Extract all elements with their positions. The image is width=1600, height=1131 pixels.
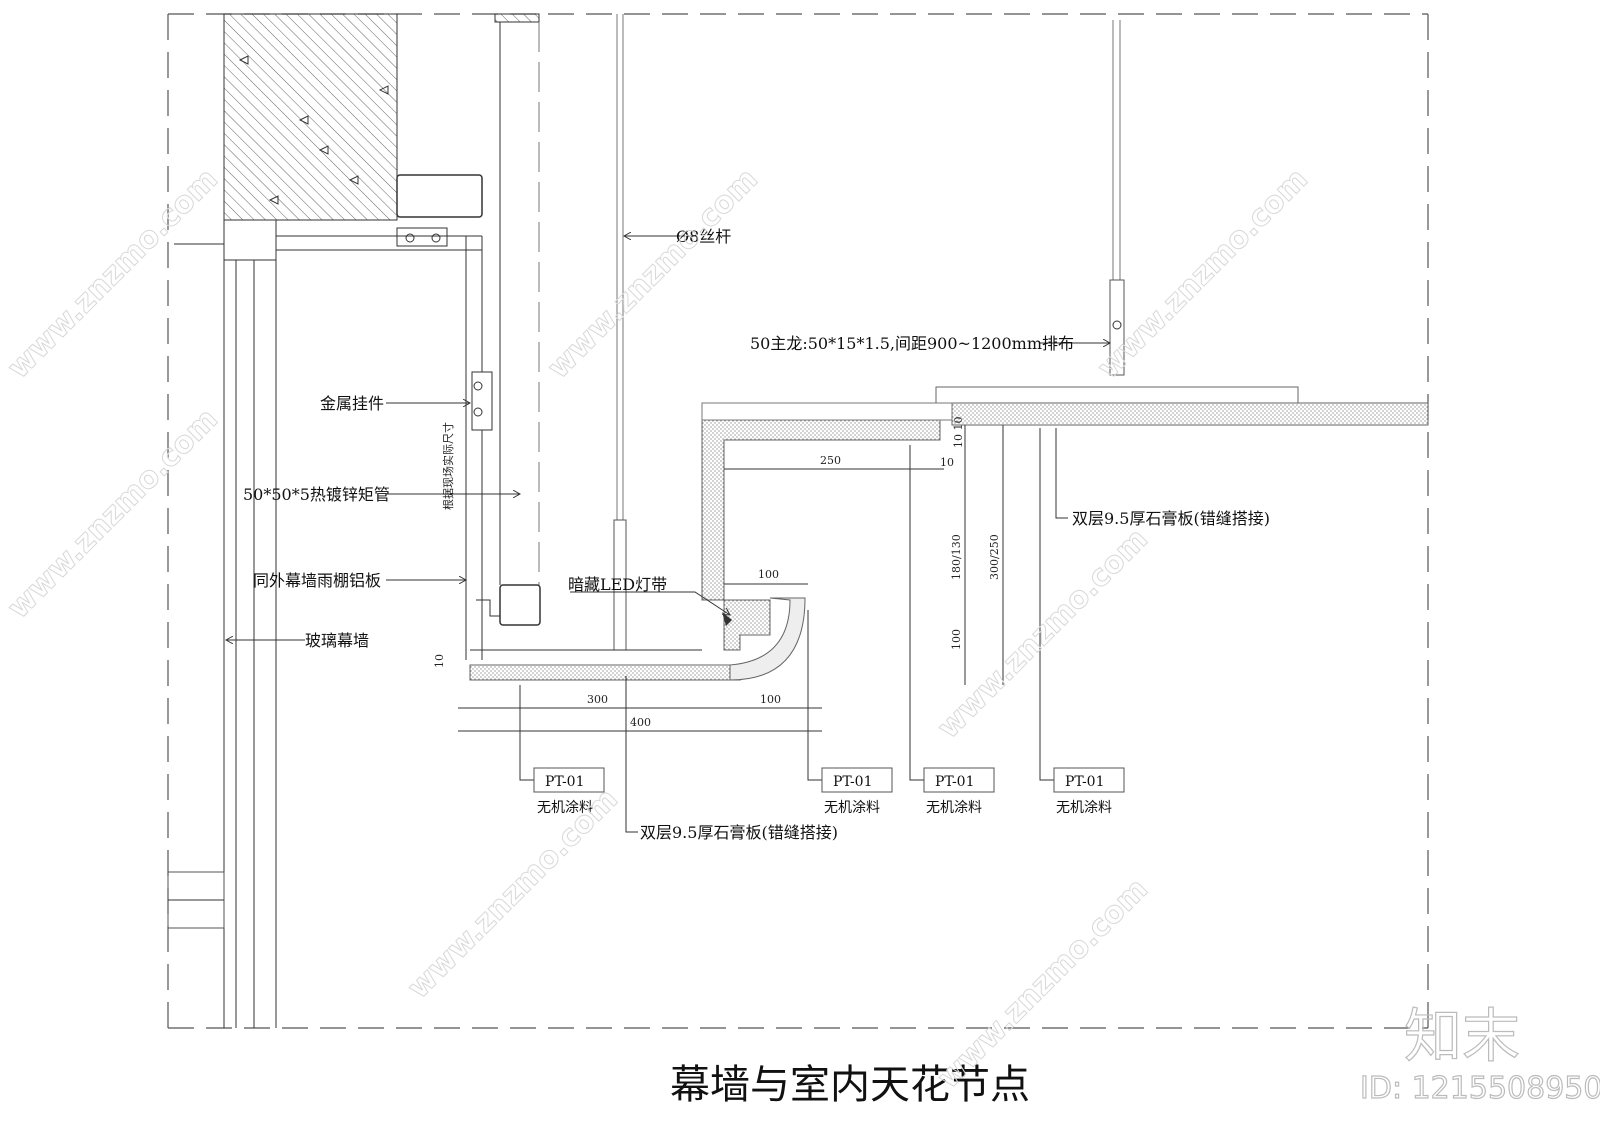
label-site-dimension: 根据现场实际尺寸	[441, 422, 455, 510]
annotations: 金属挂件 50*50*5热镀锌矩管 同外幕墙雨棚铝板 玻璃幕墙 根据现场实际尺寸…	[226, 227, 1270, 842]
svg-text:www.znzmo.com: www.znzmo.com	[541, 162, 765, 386]
tag-material-2: 无机涂料	[824, 800, 880, 816]
svg-text:www.znzmo.com: www.znzmo.com	[931, 872, 1155, 1096]
label-threaded-rod: Ø8丝杆	[676, 227, 731, 246]
svg-text:www.znzmo.com: www.znzmo.com	[401, 782, 625, 1006]
label-gypsum-right: 双层9.5厚石膏板(错缝搭接)	[1072, 509, 1270, 528]
material-tags: PT-01 无机涂料 PT-01 无机涂料 PT-01 无机涂料 PT-01 无…	[519, 428, 1125, 816]
svg-text:www.znzmo.com: www.znzmo.com	[1, 162, 225, 386]
label-metal-hanger: 金属挂件	[320, 394, 384, 413]
drawing-frame	[167, 13, 1429, 1029]
dim-100-bottom: 100	[760, 693, 781, 706]
svg-text:www.znzmo.com: www.znzmo.com	[1, 402, 225, 626]
label-main-keel: 50主龙:50*15*1.5,间距900~1200mm排布	[750, 334, 1074, 353]
dim-100-top: 100	[758, 568, 779, 581]
tag-code-1: PT-01	[545, 774, 585, 790]
label-led-strip: 暗藏LED灯带	[568, 575, 667, 594]
dim-400: 400	[630, 716, 651, 729]
dim-100-vertical: 100	[950, 629, 963, 650]
watermark-id: ID: 1215508950	[1360, 1071, 1600, 1106]
glass-curtain-wall	[167, 219, 277, 1028]
tag-code-3: PT-01	[935, 774, 975, 790]
label-aluminum-panel: 同外幕墙雨棚铝板	[253, 571, 381, 590]
label-gypsum-bottom: 双层9.5厚石膏板(错缝搭接)	[640, 823, 838, 842]
dim-10-a: 10	[940, 456, 954, 469]
tag-material-3: 无机涂料	[926, 800, 982, 816]
threaded-rod-right	[1109, 20, 1125, 376]
tag-material-4: 无机涂料	[1056, 800, 1112, 816]
label-steel-tube: 50*50*5热镀锌矩管	[243, 485, 390, 504]
dim-250: 250	[820, 454, 841, 467]
dim-300-250: 300/250	[988, 534, 1001, 580]
gypsum-board-ceiling	[469, 402, 1429, 681]
steel-support	[276, 174, 483, 660]
dim-10-10: 10 10	[952, 417, 965, 449]
vertical-tube	[471, 13, 541, 626]
tag-code-2: PT-01	[833, 774, 873, 790]
tag-code-4: PT-01	[1065, 774, 1105, 790]
threaded-rod-left	[613, 14, 627, 651]
concrete-beam	[223, 13, 398, 221]
tag-material-1: 无机涂料	[537, 800, 593, 816]
main-keel	[935, 386, 1299, 404]
label-glass-curtain-wall: 玻璃幕墙	[305, 631, 369, 650]
dim-300: 300	[587, 693, 608, 706]
dim-180-130: 180/130	[950, 534, 963, 580]
watermark-brand: 知末	[1404, 1002, 1520, 1070]
svg-text:www.znzmo.com: www.znzmo.com	[1091, 162, 1315, 386]
dim-10-b: 10	[433, 654, 446, 668]
dimensions: 300 100 400 100 250 10 10 10 10 180/130 …	[433, 417, 1004, 732]
drawing-title: 幕墙与室内天花节点	[670, 1062, 1030, 1108]
